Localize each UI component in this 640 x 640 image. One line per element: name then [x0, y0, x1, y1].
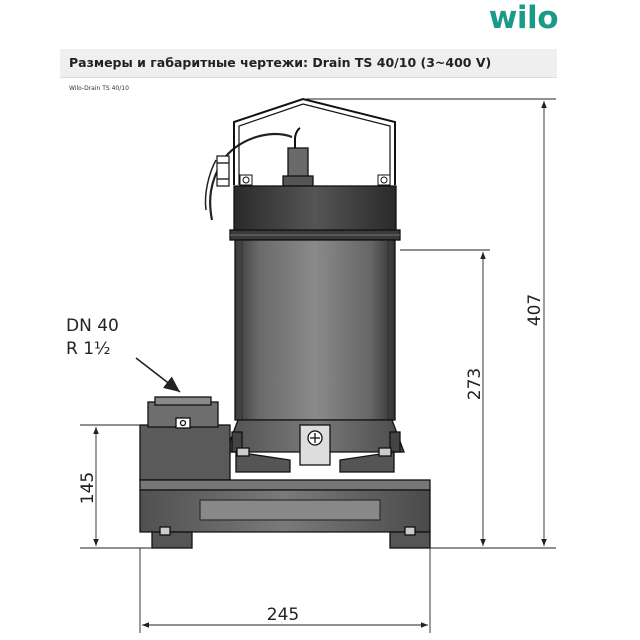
label-motor-height: 273 — [465, 368, 485, 400]
label-outlet-thread: R 1½ — [66, 339, 111, 359]
pump-body — [139, 97, 431, 549]
discharge-outlet — [139, 424, 231, 481]
outlet-leader-arrow — [135, 357, 181, 393]
pump-base — [139, 479, 431, 491]
label-width: 245 — [267, 605, 299, 625]
section-title-bar: Размеры и габаритные чертежи: Drain TS 4… — [60, 49, 557, 78]
label-outlet-dn: DN 40 — [66, 316, 119, 336]
label-total-height: 407 — [525, 294, 545, 326]
section-title: Размеры и габаритные чертежи: Drain TS 4… — [69, 55, 492, 70]
wilo-logo: wilo — [488, 0, 559, 36]
product-name-caption: Wilo-Drain TS 40/10 — [69, 85, 129, 92]
dimension-lines — [80, 98, 556, 633]
carrying-handle — [233, 97, 396, 185]
head-bolts — [239, 174, 391, 186]
motor-housing — [234, 239, 396, 421]
motor-head — [233, 185, 397, 232]
label-base-height: 145 — [78, 472, 98, 504]
